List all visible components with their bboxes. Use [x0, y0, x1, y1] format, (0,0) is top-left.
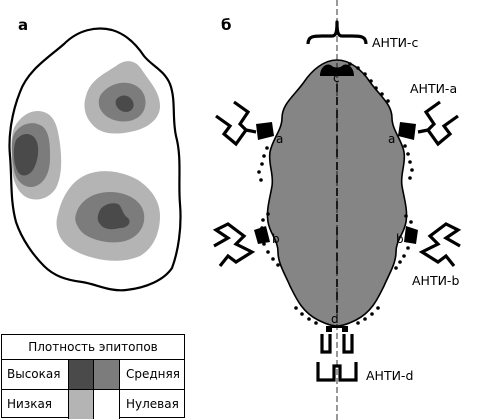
legend-swatch-zero: [94, 390, 120, 419]
epitope-site-a-left: [256, 122, 274, 140]
site-label-b-left: b: [272, 232, 280, 246]
epitope-site-b-left: [254, 226, 270, 244]
epitope-dots-d: [294, 306, 380, 325]
epitope-site-c: [320, 64, 354, 76]
epitope-dots-c: [348, 62, 390, 103]
legend-label-medium: Средняя: [126, 367, 180, 381]
epitope-site-b-right: [404, 226, 418, 244]
site-label-c: c: [333, 71, 340, 85]
panel-b-label: б: [221, 16, 231, 34]
label-anti-d: АНТИ-d: [366, 368, 413, 383]
legend-epitope-density: Плотность эпитопов Высокая Средняя Низка…: [1, 334, 185, 419]
site-label-d: d: [331, 312, 339, 326]
site-label-b-right: b: [396, 232, 404, 246]
epitope-dots-a: [257, 144, 414, 182]
legend-label-zero: Нулевая: [126, 397, 179, 411]
label-anti-c: АНТИ-с: [372, 35, 418, 50]
legend-row-2: Низкая Нулевая: [2, 390, 184, 419]
antibody-a-left: [215, 100, 257, 147]
legend-swatch-high: [68, 360, 94, 389]
antibody-c: [306, 20, 368, 45]
antibody-b-right: [418, 222, 462, 267]
legend-row-1: Высокая Средняя: [2, 360, 184, 390]
epitope-patch-left-high: [13, 134, 39, 176]
legend-title: Плотность эпитопов: [2, 335, 184, 360]
legend-swatch-medium: [94, 360, 120, 389]
legend-swatch-low: [68, 390, 94, 419]
epitope-patch-lower-high: [97, 203, 130, 230]
epitope-site-d: [326, 326, 348, 332]
epitope-patch-upper-high: [115, 95, 134, 112]
epitope-dots-b: [260, 212, 414, 270]
antibody-d: [316, 334, 358, 382]
label-anti-b: АНТИ-b: [412, 273, 459, 288]
site-label-a-left: a: [276, 132, 283, 146]
epitope-site-a-right: [398, 122, 416, 140]
site-label-a-right: a: [388, 132, 395, 146]
antibody-a-right: [417, 100, 459, 147]
panel-a-label: а: [18, 16, 28, 34]
legend-label-high: Высокая: [7, 367, 61, 381]
legend-label-low: Низкая: [7, 397, 53, 411]
antibody-b-left: [212, 222, 256, 267]
label-anti-a: АНТИ-а: [410, 81, 457, 96]
